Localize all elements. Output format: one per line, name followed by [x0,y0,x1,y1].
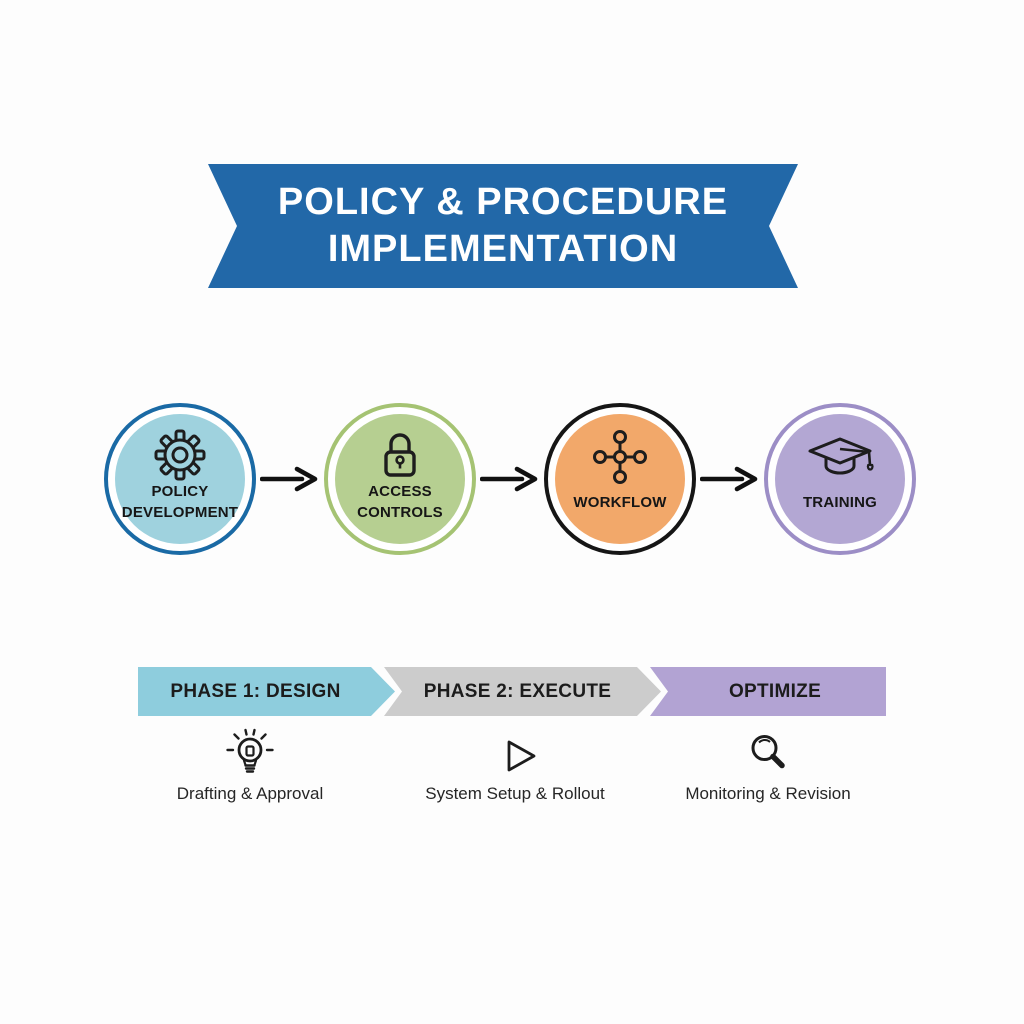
arrow-right-icon [700,466,758,492]
step-training: TRAINING [762,401,918,557]
lightbulb-icon [226,728,274,773]
title-banner: POLICY & PROCEDURE IMPLEMENTATION [208,164,798,288]
phase-1-caption: Drafting & Approval [176,784,324,803]
step-circle [764,403,916,555]
lock-icon [384,433,416,477]
phase-label: PHASE 1: DESIGN [170,680,341,702]
step-label: POLICY DEVELOPMENT [121,483,239,521]
graduation-cap-icon [808,437,874,475]
magnifier-icon [751,735,785,769]
arrow-right-icon [260,466,318,492]
step-policy-development: POLICY DEVELOPMENT [102,401,258,557]
step-label: TRAINING [802,493,878,511]
arrow-right-icon [480,466,538,492]
step-label: WORKFLOW [573,493,667,511]
step-circle [324,403,476,555]
phase-2-execute-segment: PHASE 2: EXECUTE [384,667,661,716]
phase-3-caption: Monitoring & Revision [685,784,851,803]
gear-icon [154,429,206,481]
phase-1-design-segment: PHASE 1: DESIGN [138,667,395,716]
step-label: ACCESS CONTROLS [357,483,443,521]
step-workflow: WORKFLOW [542,401,698,557]
phase-label: OPTIMIZE [728,680,822,702]
title-line-1: POLICY & PROCEDURE [277,181,729,223]
play-icon [507,740,536,772]
workflow-network-icon [593,430,647,484]
title-line-2: IMPLEMENTATION [327,228,679,270]
phase-optimize-segment: OPTIMIZE [650,667,886,716]
phase-2-caption: System Setup & Rollout [425,784,605,803]
phase-label: PHASE 2: EXECUTE [423,680,612,702]
phase-bar: PHASE 1: DESIGN PHASE 2: EXECUTE OPTIMIZ… [138,667,886,716]
step-access-controls: ACCESS CONTROLS [322,401,478,557]
